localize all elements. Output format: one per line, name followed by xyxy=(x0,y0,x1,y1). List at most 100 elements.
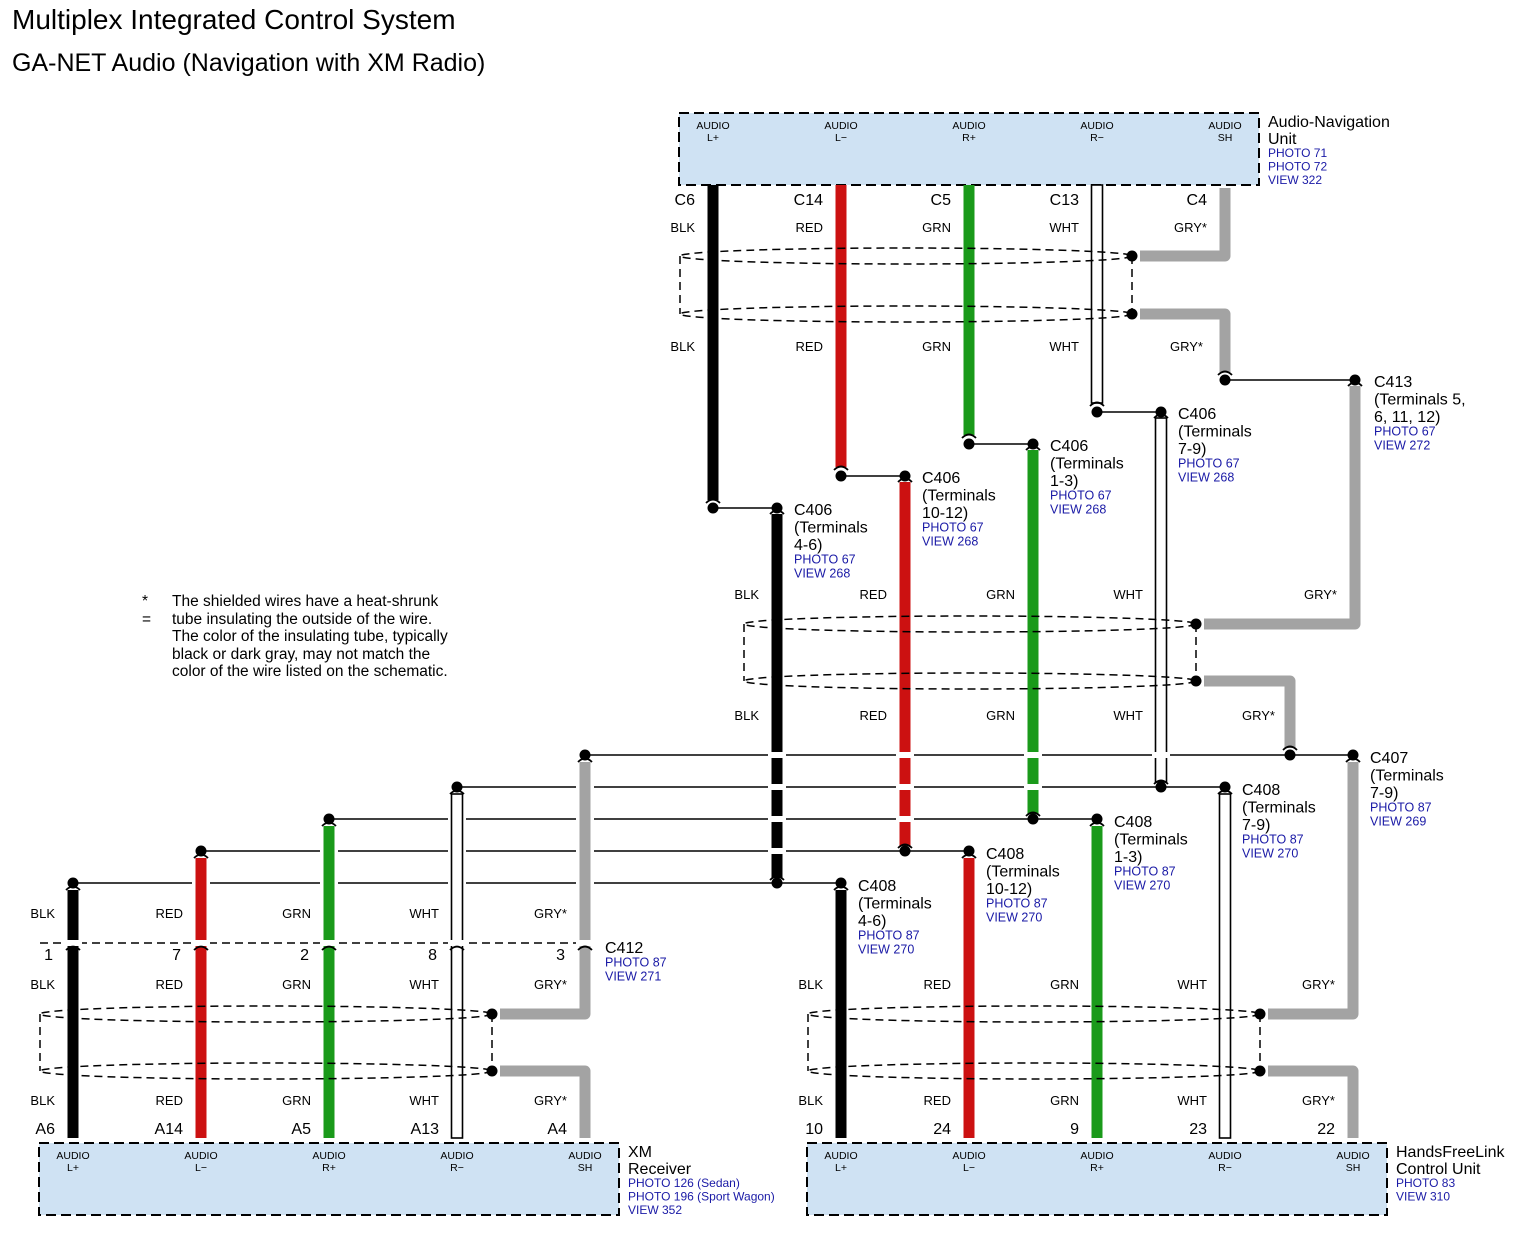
connector-C408-7-9-label: C408 xyxy=(1242,782,1280,799)
hfl-terminal: 22 xyxy=(1317,1121,1335,1138)
gry-wire-middle-b xyxy=(1204,675,1296,748)
upper-wire-label-2-grn: GRN xyxy=(922,339,951,354)
connector-C408-10-12-label: C408 xyxy=(986,846,1024,863)
c412-gap xyxy=(192,940,210,946)
upper-shield-bottom xyxy=(679,305,1133,323)
middle-wire-label-2-wht: WHT xyxy=(1113,708,1143,723)
connector-C406-10-12-label: (Terminals xyxy=(922,488,996,505)
xm-wire-label-2-wht: WHT xyxy=(409,977,439,992)
splice-dot xyxy=(835,877,847,889)
audio-nav-unit-pin-3-suffix: R− xyxy=(1090,132,1104,144)
hfl-control-unit-ref: VIEW 310 xyxy=(1396,1190,1450,1204)
hfl-wire-label-2-blk: BLK xyxy=(798,1093,823,1108)
xm-receiver-pin-3-suffix: R− xyxy=(450,1162,464,1174)
splice-dot xyxy=(1190,675,1202,687)
bus-gap xyxy=(896,816,914,822)
hfl-wire-label-blk: BLK xyxy=(798,977,823,992)
connector-C413-label: C413 xyxy=(1374,374,1412,391)
connector-C408-10-12-label: (Terminals xyxy=(986,864,1060,881)
bus-gap xyxy=(1024,784,1042,790)
xm-receiver-ref: PHOTO 196 (Sport Wagon) xyxy=(628,1190,775,1204)
c412-gap xyxy=(320,940,338,946)
xm-shield-top xyxy=(39,1005,493,1023)
hfl-gry-wire-b xyxy=(1268,1065,1359,1138)
connector-C408-4-6-label: (Terminals xyxy=(858,896,932,913)
connector-C406-1-3-label: 1-3) xyxy=(1050,473,1078,490)
hfl-control-unit-pin-2-suffix: R+ xyxy=(1090,1162,1104,1174)
blk-wire-middle xyxy=(771,514,783,878)
audio-nav-terminal: C14 xyxy=(794,192,823,209)
hfl-control-unit-ref: PHOTO 83 xyxy=(1396,1176,1455,1190)
connector-cap xyxy=(1089,401,1105,407)
xm-receiver-pin-3-label: AUDIO xyxy=(440,1150,473,1162)
middle-wire-label-2-red: RED xyxy=(860,708,887,723)
xm-wire-label-grn: GRN xyxy=(282,906,311,921)
audio-nav-terminal: C4 xyxy=(1187,192,1208,209)
connector-C406-1-3-label: (Terminals xyxy=(1050,456,1124,473)
xm-wire-label-3-wht: WHT xyxy=(409,1093,439,1108)
gry-wire-middle-a xyxy=(1204,386,1361,630)
connector-C408-7-9-ref: PHOTO 87 xyxy=(1242,833,1304,847)
connector-C408-1-3-label: C408 xyxy=(1114,814,1152,831)
splice-dot xyxy=(1254,1008,1266,1020)
splice-dot xyxy=(1347,749,1359,761)
connector-cap xyxy=(961,853,977,859)
hfl-grn-wire xyxy=(1091,826,1103,1138)
xm-wire-label-3-red: RED xyxy=(156,1093,183,1108)
xm-gry-wire-a xyxy=(500,762,591,1020)
audio-nav-terminal: C5 xyxy=(931,192,952,209)
connector-cap xyxy=(1153,413,1169,419)
audio-nav-unit-name: Audio-Navigation xyxy=(1268,114,1390,131)
connector-cap xyxy=(321,945,337,951)
xm-gry-wire-b xyxy=(500,1065,591,1138)
middle-wire-label-grn: GRN xyxy=(986,587,1015,602)
hfl-wire-label-2-gry: GRY* xyxy=(1302,1093,1335,1108)
audio-nav-unit-pin-1-label: AUDIO xyxy=(824,120,857,132)
bus-gap xyxy=(896,752,914,758)
xm-terminal: A6 xyxy=(35,1121,55,1138)
hfl-terminal: 24 xyxy=(933,1121,951,1138)
audio-nav-unit-pin-4-label: AUDIO xyxy=(1208,120,1241,132)
blk-wire-upper xyxy=(707,185,719,500)
connector-C408-4-6-ref: VIEW 270 xyxy=(858,943,914,957)
connector-C408-4-6-ref: PHOTO 87 xyxy=(858,929,920,943)
upper-wire-label-blk: BLK xyxy=(670,220,695,235)
xm-wire-label-2-red: RED xyxy=(156,977,183,992)
middle-wire-label-blk: BLK xyxy=(734,587,759,602)
hfl-control-unit-pin-4-suffix: SH xyxy=(1346,1162,1361,1174)
audio-nav-unit-ref: PHOTO 71 xyxy=(1268,146,1327,160)
connector-C406-7-9-ref: VIEW 268 xyxy=(1178,471,1234,485)
audio-nav-terminal: C13 xyxy=(1050,192,1079,209)
xm-receiver-ref: VIEW 352 xyxy=(628,1203,682,1217)
hfl-wire-label-wht: WHT xyxy=(1177,977,1207,992)
red-wire-upper xyxy=(835,185,847,467)
connector-cap xyxy=(705,498,721,504)
connector-cap xyxy=(769,875,785,881)
xm-receiver-pin-2-label: AUDIO xyxy=(312,1150,345,1162)
xm-wire-label-3-gry: GRY* xyxy=(534,1093,567,1108)
audio-nav-terminal: C6 xyxy=(675,192,696,209)
hfl-wire-label-grn: GRN xyxy=(1050,977,1079,992)
hfl-red-wire xyxy=(963,858,975,1138)
connector-C408-4-6-label: 4-6) xyxy=(858,913,886,930)
connector-C408-1-3-label: 1-3) xyxy=(1114,849,1142,866)
hfl-terminal: 10 xyxy=(805,1121,823,1138)
connector-cap xyxy=(449,945,465,951)
xm-receiver-pin-1-label: AUDIO xyxy=(184,1150,217,1162)
connector-C413-ref: PHOTO 67 xyxy=(1374,425,1436,439)
xm-receiver-box xyxy=(38,1142,620,1216)
audio-nav-unit-name: Unit xyxy=(1268,131,1297,148)
connector-C408-7-9-label: (Terminals xyxy=(1242,800,1316,817)
hfl-gry-wire-a xyxy=(1268,762,1359,1020)
xm-wire-label-3-blk: BLK xyxy=(30,1093,55,1108)
upper-wire-label-gry: GRY* xyxy=(1174,220,1207,235)
hfl-shield-bottom xyxy=(807,1062,1261,1080)
xm-blk-wire xyxy=(67,890,79,1138)
connector-C408-10-12-ref: PHOTO 87 xyxy=(986,897,1048,911)
audio-nav-unit-ref: PHOTO 72 xyxy=(1268,160,1327,174)
connector-cap xyxy=(65,885,81,891)
middle-wire-label-red: RED xyxy=(860,587,887,602)
upper-wire-label-grn: GRN xyxy=(922,220,951,235)
upper-wire-label-wht: WHT xyxy=(1049,220,1079,235)
splice-dot xyxy=(1126,308,1138,320)
